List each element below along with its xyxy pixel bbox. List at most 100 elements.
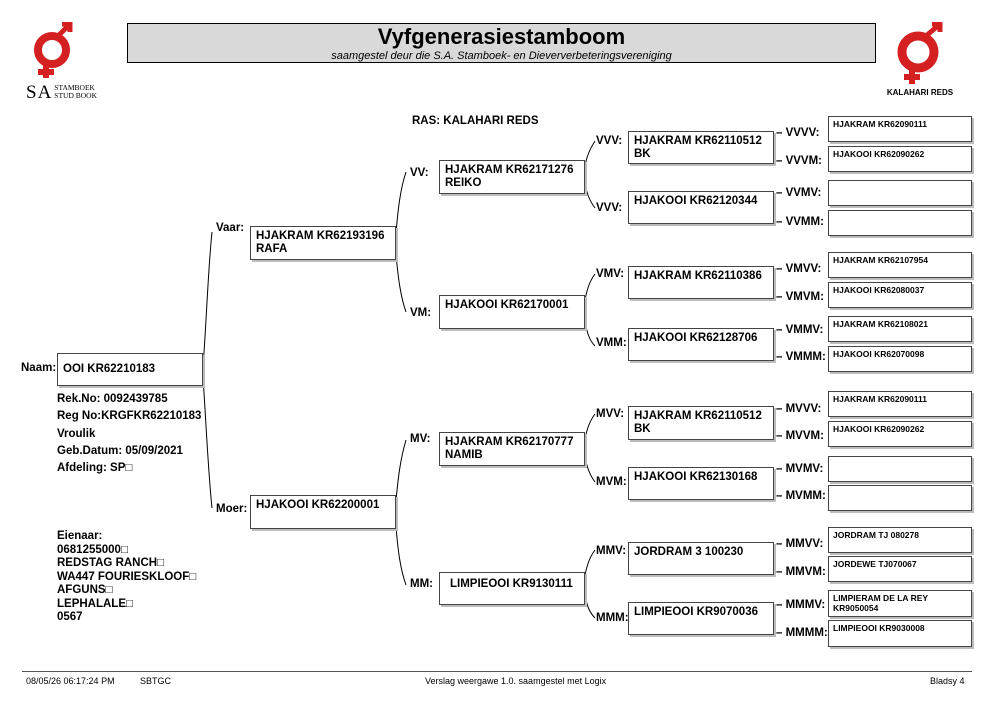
sa-logo-small-1: STAMBOEK bbox=[54, 83, 95, 92]
vmm-label: VMM: bbox=[596, 337, 627, 349]
vvv-name: HJAKRAM KR62110512 BK bbox=[634, 135, 762, 160]
sa-logo-symbol-icon bbox=[34, 21, 73, 78]
gen4-name: HJAKRAM KR62090111 bbox=[833, 119, 928, 129]
vvv-label: VVV: bbox=[596, 135, 623, 147]
gen4-name: JORDEWE TJ070067 bbox=[833, 559, 917, 569]
mmm-label: MMM: bbox=[596, 612, 629, 624]
gen4-name: HJAKRAM KR62107954 bbox=[833, 255, 928, 265]
owner-line: WA447 FOURIESKLOOF□ bbox=[57, 570, 197, 583]
owner-label: Eienaar: bbox=[57, 530, 103, 542]
gen4-label: – MMMV: bbox=[776, 599, 826, 611]
gen4-box[interactable]: HJAKRAM KR62090111 bbox=[828, 116, 972, 142]
animal-name: OOI KR62210183 bbox=[63, 363, 156, 375]
mvm-box[interactable]: HJAKOOI KR62130168 bbox=[628, 467, 774, 500]
naam-label: Naam: bbox=[21, 362, 57, 374]
gen4-label: – VMVV: bbox=[776, 263, 822, 275]
vaar-name: HJAKRAM KR62193196 RAFA bbox=[256, 230, 385, 255]
mm-box[interactable]: LIMPIEOOI KR9130111 bbox=[439, 572, 585, 605]
owner-block: Eienaar: 0681255000□ REDSTAG RANCH□ WA44… bbox=[57, 530, 196, 625]
title-banner: Vyfgenerasiestamboom saamgestel deur die… bbox=[127, 23, 876, 63]
gen4-label: – MVMV: bbox=[776, 463, 824, 475]
breed-ras: RAS: KALAHARI REDS bbox=[412, 115, 539, 127]
gen4-box[interactable] bbox=[828, 456, 972, 482]
vvm-name: HJAKOOI KR62120344 bbox=[634, 195, 758, 207]
owner-line: 0567 bbox=[57, 611, 83, 623]
footer-timestamp: 08/05/26 06:17:24 PM bbox=[26, 676, 115, 686]
vaar-label: Vaar: bbox=[216, 222, 245, 234]
gen4-name: HJAKRAM KR62090111 bbox=[833, 394, 928, 404]
gen4-box[interactable]: LIMPIEOOI KR9030008 bbox=[828, 620, 972, 647]
gen4-box[interactable]: HJAKOOI KR62090262 bbox=[828, 146, 972, 172]
owner-line: AFGUNS□ bbox=[57, 584, 113, 596]
gen4-name: HJAKOOI KR62090262 bbox=[833, 424, 925, 434]
vvm-label: VVV: bbox=[596, 202, 623, 214]
vvv-box[interactable]: HJAKRAM KR62110512 BK bbox=[628, 131, 774, 164]
mmv-name: JORDRAM 3 100230 bbox=[634, 546, 744, 558]
gen4-name: HJAKOOI KR62080037 bbox=[833, 285, 925, 295]
gen4-box[interactable]: HJAKOOI KR62070098 bbox=[828, 346, 972, 372]
vv-box[interactable]: HJAKRAM KR62171276 REIKO bbox=[439, 160, 585, 194]
footer-divider bbox=[22, 671, 972, 672]
mmv-box[interactable]: JORDRAM 3 100230 bbox=[628, 542, 774, 575]
page-title: Vyfgenerasiestamboom bbox=[377, 24, 626, 49]
gen4-name: LIMPIERAM DE LA REY KR9050054 bbox=[833, 593, 928, 613]
gen4-box[interactable]: LIMPIERAM DE LA REY KR9050054 bbox=[828, 590, 972, 617]
mmv-label: MMV: bbox=[596, 545, 627, 557]
gen4-label: – VMMV: bbox=[776, 324, 824, 336]
moer-box[interactable]: HJAKOOI KR62200001 bbox=[250, 495, 396, 529]
gen4-label: – VVVV: bbox=[776, 127, 820, 139]
gen4-name: JORDRAM TJ 080278 bbox=[833, 530, 919, 540]
owner-line: REDSTAG RANCH□ bbox=[57, 557, 165, 569]
animal-name-box[interactable]: OOI KR62210183 bbox=[57, 353, 203, 386]
animal-birth-date: Geb.Datum: 05/09/2021 bbox=[57, 445, 183, 457]
mmm-box[interactable]: LIMPIEOOI KR9070036 bbox=[628, 602, 774, 635]
vmv-box[interactable]: HJAKRAM KR62110386 bbox=[628, 266, 774, 299]
owner-line: 0681255000□ bbox=[57, 543, 128, 556]
mvm-name: HJAKOOI KR62130168 bbox=[634, 471, 758, 483]
page-subtitle: saamgestel deur die S.A. Stamboek- en Di… bbox=[331, 50, 672, 62]
gen4-label: – MMVM: bbox=[776, 566, 826, 578]
moer-name: HJAKOOI KR62200001 bbox=[256, 499, 380, 511]
gen4-box[interactable] bbox=[828, 485, 972, 511]
vm-box[interactable]: HJAKOOI KR62170001 bbox=[439, 295, 585, 329]
owner-line: LEPHALALE□ bbox=[57, 597, 133, 610]
gen4-box[interactable]: JORDRAM TJ 080278 bbox=[828, 527, 972, 553]
gen4-box[interactable]: HJAKRAM KR62108021 bbox=[828, 316, 972, 342]
gen4-label: – VMMM: bbox=[776, 351, 826, 363]
gen4-box[interactable] bbox=[828, 180, 972, 206]
gen4-name: HJAKOOI KR62090262 bbox=[833, 149, 925, 159]
vaar-box[interactable]: HJAKRAM KR62193196 RAFA bbox=[250, 226, 396, 260]
vmv-label: VMV: bbox=[596, 268, 625, 280]
gen4-box[interactable]: HJAKOOI KR62080037 bbox=[828, 282, 972, 308]
gen4-name: LIMPIEOOI KR9030008 bbox=[833, 623, 925, 633]
vvm-box[interactable]: HJAKOOI KR62120344 bbox=[628, 191, 774, 224]
kalahari-reds-logo bbox=[880, 21, 960, 102]
mvv-name: HJAKRAM KR62110512 BK bbox=[634, 410, 762, 435]
gen4-box[interactable]: HJAKRAM KR62090111 bbox=[828, 391, 972, 417]
gen4-label: – MVVM: bbox=[776, 430, 824, 442]
vv-name: HJAKRAM KR62171276 REIKO bbox=[445, 164, 574, 189]
animal-reg-no: Reg No:KRGFKR62210183 bbox=[57, 410, 202, 422]
mv-box[interactable]: HJAKRAM KR62170777 NAMIB bbox=[439, 432, 585, 466]
gen4-box[interactable]: HJAKRAM KR62107954 bbox=[828, 252, 972, 278]
gen4-box[interactable] bbox=[828, 210, 972, 236]
gen4-label: – MMVV: bbox=[776, 538, 824, 550]
footer-page: Bladsy 4 bbox=[930, 676, 965, 686]
mv-name: HJAKRAM KR62170777 NAMIB bbox=[445, 436, 574, 461]
sa-logo-big: SA bbox=[26, 82, 53, 103]
vmm-box[interactable]: HJAKOOI KR62128706 bbox=[628, 328, 774, 361]
gen4-label: – MVVV: bbox=[776, 403, 822, 415]
gen4-box[interactable]: HJAKOOI KR62090262 bbox=[828, 421, 972, 447]
gen4-name: HJAKRAM KR62108021 bbox=[833, 319, 928, 329]
vmv-name: HJAKRAM KR62110386 bbox=[634, 270, 762, 282]
animal-afdeling: Afdeling: SP□ bbox=[57, 462, 133, 474]
mvv-box[interactable]: HJAKRAM KR62110512 BK bbox=[628, 406, 774, 440]
kalahari-reds-symbol-icon bbox=[897, 21, 943, 84]
mvm-label: MVM: bbox=[596, 476, 627, 488]
mv-label: MV: bbox=[410, 433, 431, 445]
sa-stud-book-logo bbox=[22, 21, 112, 102]
gen4-label: – VVMM: bbox=[776, 216, 824, 228]
gen4-box[interactable]: JORDEWE TJ070067 bbox=[828, 556, 972, 582]
vv-label: VV: bbox=[410, 167, 429, 179]
